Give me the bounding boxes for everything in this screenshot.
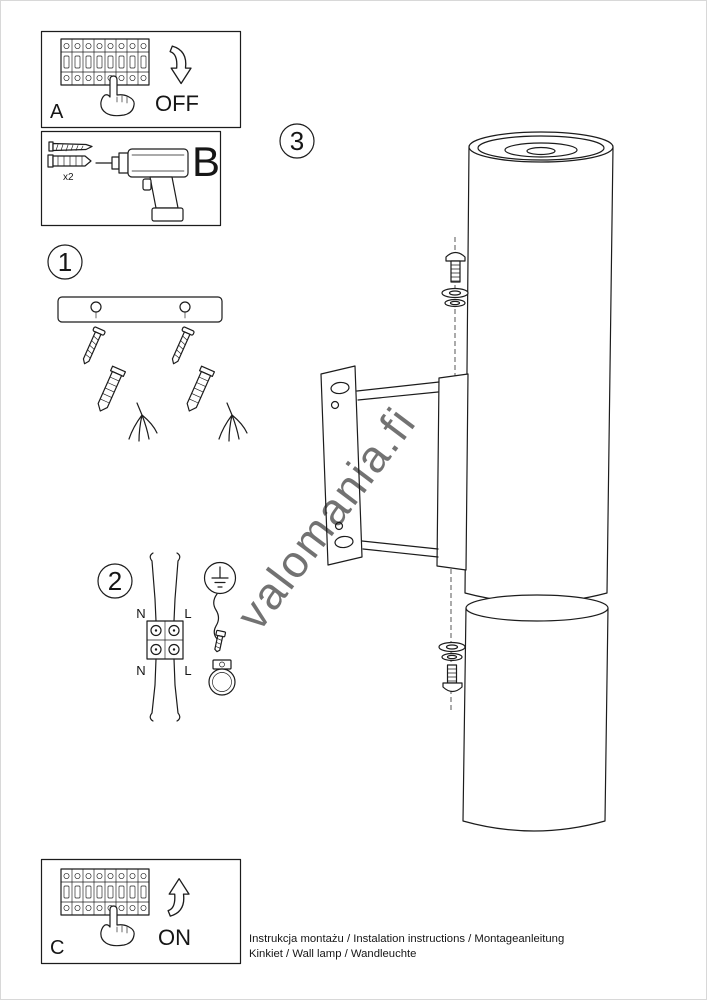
step3-number: 3 (290, 126, 304, 156)
wire-top-left (149, 552, 157, 622)
footer-line-2: Kinkiet / Wall lamp / Wandleuchte (249, 948, 416, 960)
wiring-diagram: N L N L (136, 552, 237, 722)
wall-plug-left-icon (93, 365, 126, 415)
wall-bracket (320, 365, 440, 566)
lamp-bottom-tube (462, 594, 609, 832)
step2-number: 2 (108, 566, 122, 596)
plate-hole-left (90, 301, 102, 319)
wire-label-n-bottom: N (136, 663, 145, 678)
washer-top-icon (441, 287, 469, 308)
mounting-screw-top-icon (445, 251, 466, 283)
step1-number-badge: 1 (47, 244, 83, 280)
wall-plug-right-icon (182, 365, 215, 415)
wire-label-n-top: N (136, 606, 145, 621)
power-on-panel: ON C (40, 858, 242, 965)
frayed-cable-left-icon (128, 402, 158, 442)
panel-c-letter: C (50, 937, 64, 959)
breaker-panel-icon (60, 868, 150, 916)
panel-c-frame (40, 858, 242, 965)
power-off-panel: OFF A (40, 30, 242, 129)
mounting-plate (57, 296, 223, 323)
panel-b-letter: B (192, 138, 220, 185)
panel-a-letter: A (50, 101, 64, 123)
anchor-quantity-label: x2 (63, 172, 74, 183)
wires-bottom (149, 658, 181, 722)
tools-panel: x2 B (40, 130, 222, 227)
frayed-cable-right-icon (218, 402, 248, 442)
wire-label-l-bottom: L (184, 663, 191, 678)
power-off-label: OFF (155, 91, 199, 116)
ground-symbol (203, 561, 237, 595)
wall-screw-left-icon (78, 325, 107, 367)
terminal-block (146, 620, 184, 660)
wall-plug-icon (47, 154, 92, 168)
switch-off-arrow-icon (169, 45, 192, 85)
step2-number-badge: 2 (97, 563, 133, 599)
washer-bottom-icon (438, 641, 466, 662)
step3-number-badge: 3 (279, 123, 315, 159)
wire-top-right (173, 552, 181, 622)
breaker-panel-icon (60, 38, 150, 86)
step1-drawing (57, 296, 248, 442)
switch-on-arrow-icon (167, 878, 190, 917)
wall-screw-right-icon (167, 325, 196, 367)
panel-b-frame (40, 130, 222, 227)
bracket-hole-bottom (334, 535, 354, 549)
drill-icon (95, 148, 189, 222)
footer-line-1: Instrukcja montażu / Instalation instruc… (249, 933, 564, 945)
wall-screw-icon (48, 141, 93, 152)
lamp-mount-plate (436, 373, 469, 571)
panel-a-frame (40, 30, 242, 129)
wire-label-l-top: L (184, 606, 191, 621)
bracket-hole-top (330, 381, 350, 395)
cable-clamp-icon (208, 629, 236, 696)
lamp-assembly-drawing (320, 131, 614, 832)
power-on-label: ON (158, 925, 191, 950)
plate-hole-right (179, 301, 191, 319)
mounting-screw-bottom-icon (442, 664, 463, 693)
lamp-top-tube (464, 131, 614, 604)
step1-number: 1 (58, 247, 72, 277)
ground-wire (213, 593, 220, 640)
